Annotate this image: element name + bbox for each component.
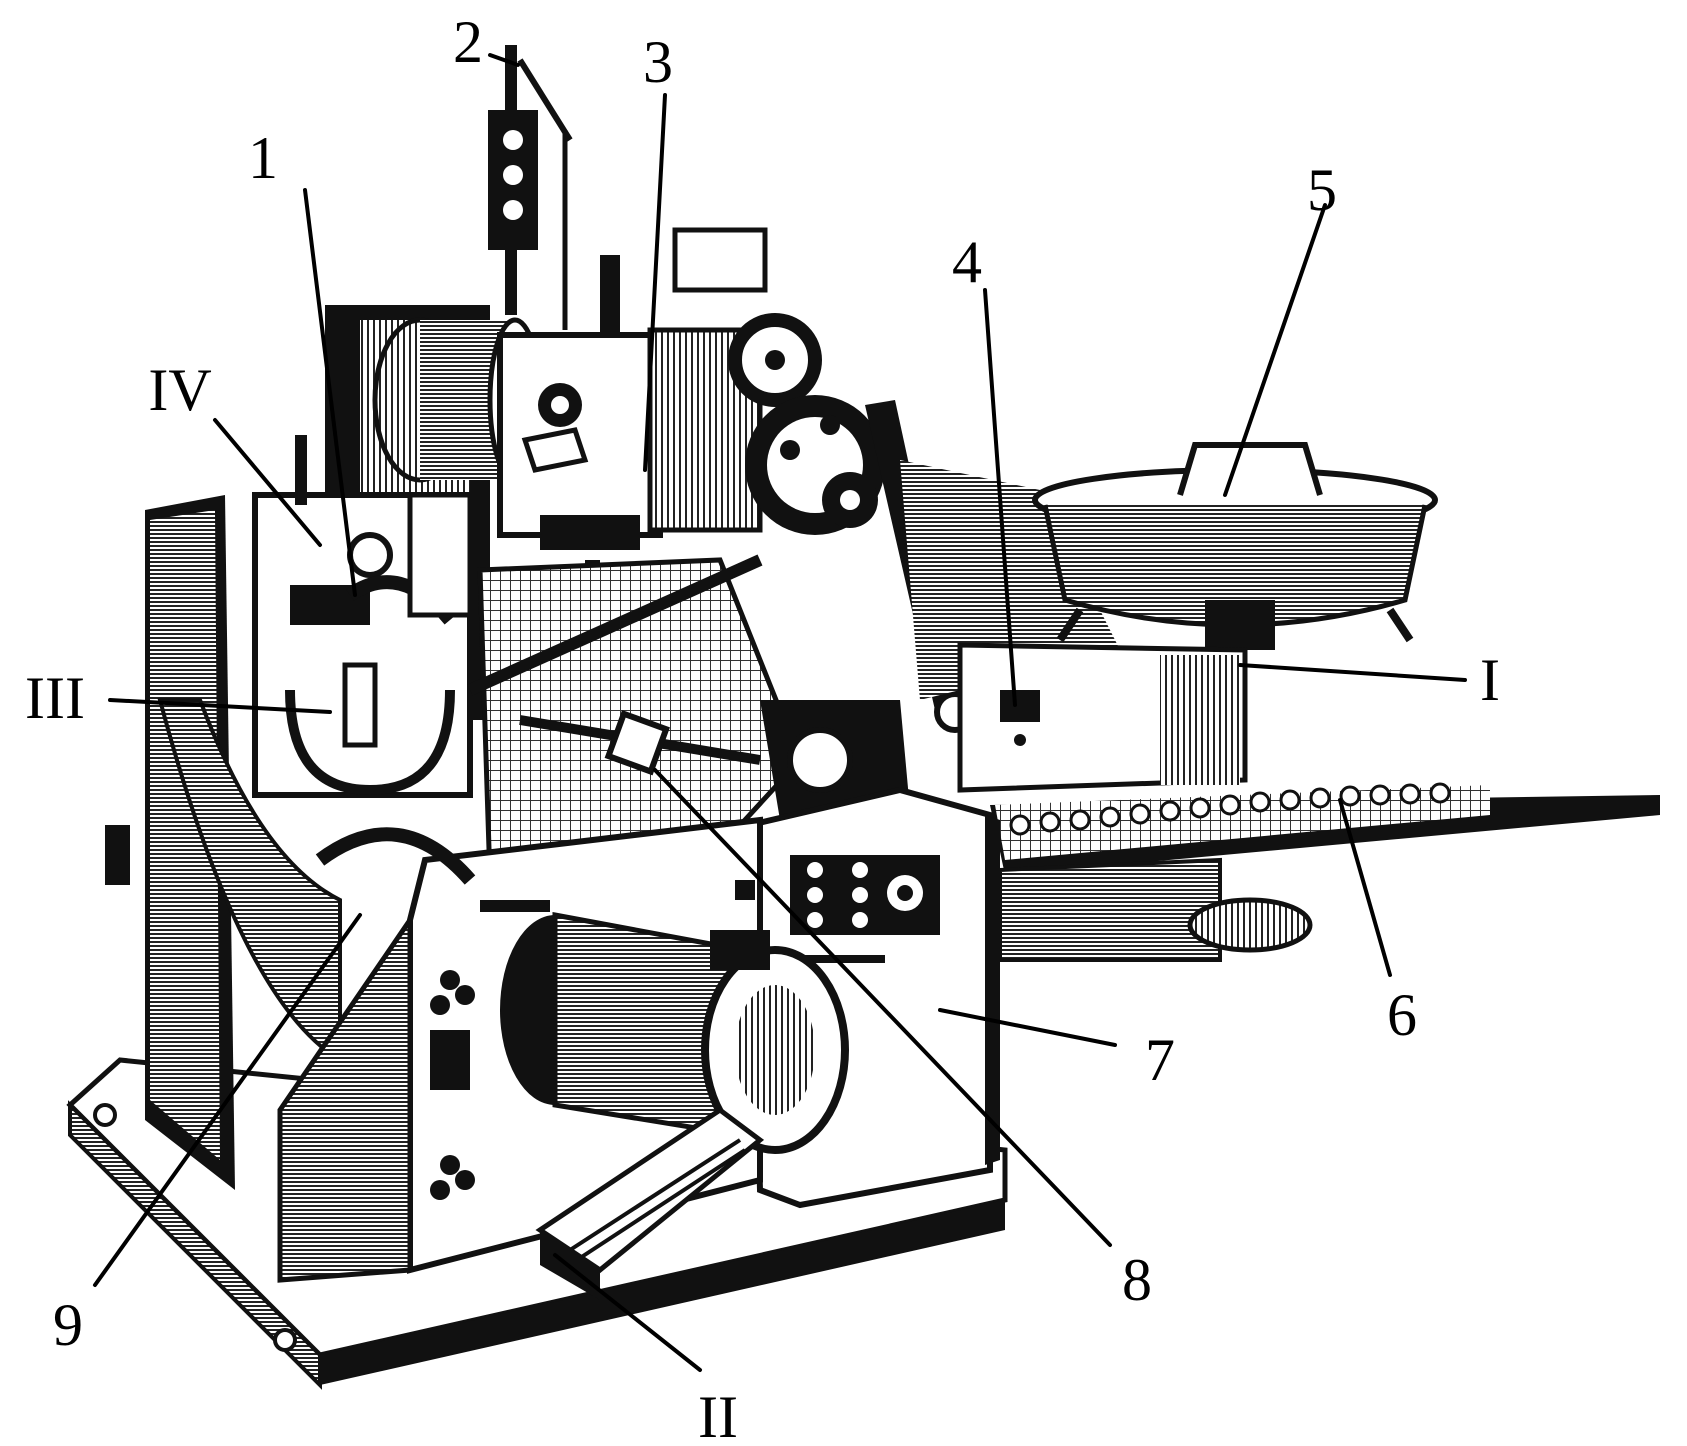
callout-III: III (25, 665, 85, 731)
center-body (467, 554, 910, 883)
callout-labels: 1 2 3 4 5 6 7 8 9 I II III IV (25, 9, 1500, 1446)
callout-I: I (1480, 647, 1500, 713)
callout-2: 2 (453, 9, 483, 75)
leader-1 (303, 188, 357, 597)
bolt-hole (273, 1328, 297, 1352)
callout-4: 4 (952, 229, 982, 295)
callout-5: 5 (1307, 157, 1337, 223)
output-conveyor (990, 782, 1660, 962)
leader-lines (93, 53, 1467, 1372)
leader-IV (213, 418, 322, 547)
callout-9: 9 (53, 1292, 83, 1358)
leader-2 (488, 53, 520, 67)
leader-3 (643, 93, 667, 472)
bowl-stand (957, 642, 1248, 793)
leader-4 (983, 288, 1017, 707)
callout-6: 6 (1387, 982, 1417, 1048)
callout-1: 1 (248, 125, 278, 191)
lower-chute (535, 1106, 765, 1300)
leader-I (1238, 663, 1467, 682)
leader-8 (653, 768, 1112, 1247)
callout-IV: IV (148, 357, 211, 423)
leader-7 (938, 1008, 1117, 1047)
leader-6 (1338, 798, 1392, 977)
leader-III (108, 698, 332, 714)
callout-II: II (698, 1384, 738, 1446)
main-motor (500, 911, 849, 1154)
gear-cluster (728, 313, 885, 535)
leader-9 (93, 913, 362, 1287)
inclined-arm (865, 400, 1120, 733)
leader-II (553, 1253, 702, 1372)
leader-5 (1223, 203, 1327, 497)
callout-7: 7 (1145, 1027, 1175, 1093)
callout-8: 8 (1122, 1247, 1152, 1313)
callout-3: 3 (643, 29, 673, 95)
feed-head (252, 435, 473, 798)
valve (105, 825, 130, 885)
top-tower (488, 45, 573, 330)
bolt-hole (93, 1103, 117, 1127)
left-column (105, 495, 342, 1190)
vibratory-bowl (1032, 442, 1438, 650)
